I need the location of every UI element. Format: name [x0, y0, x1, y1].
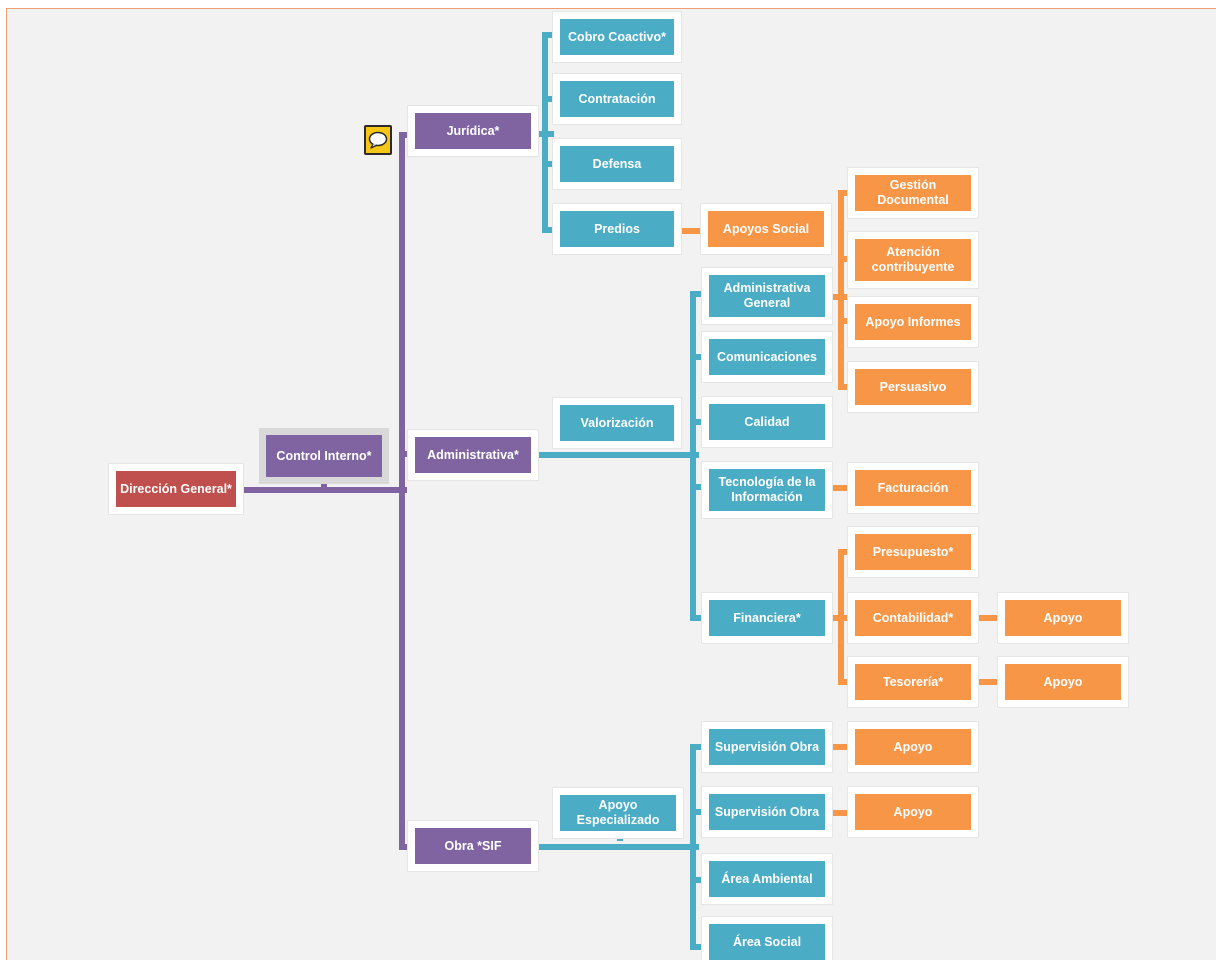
connector — [829, 810, 854, 816]
node-calidad[interactable]: Calidad — [702, 397, 832, 447]
connector — [690, 354, 708, 360]
node-comunicaciones[interactable]: Comunicaciones — [702, 332, 832, 382]
node-persuasivo[interactable]: Persuasivo — [848, 362, 978, 412]
connector — [838, 256, 854, 262]
connector — [321, 483, 327, 489]
node-contratacion[interactable]: Contratación — [553, 74, 681, 124]
node-area-social[interactable]: Área Social — [702, 917, 832, 960]
node-facturacion[interactable]: Facturación — [848, 463, 978, 513]
node-apoyos-social[interactable]: Apoyos Social — [701, 204, 831, 254]
connector — [838, 384, 854, 390]
connector — [690, 291, 696, 621]
connector — [838, 190, 844, 390]
connector — [542, 32, 548, 233]
node-control-interno[interactable]: Control Interno* — [259, 428, 389, 484]
connector — [617, 835, 623, 841]
node-area-ambiental[interactable]: Área Ambiental — [702, 854, 832, 904]
connector — [536, 844, 699, 850]
connector — [399, 132, 405, 850]
node-direccion-general[interactable]: Dirección General* — [109, 464, 243, 514]
node-supervision-obra-2[interactable]: Supervisión Obra — [702, 787, 832, 837]
node-gestion-documental[interactable]: Gestión Documental — [848, 168, 978, 218]
connector — [690, 419, 708, 425]
node-apoyo-informes[interactable]: Apoyo Informes — [848, 297, 978, 347]
connector — [690, 744, 696, 950]
node-apoyo-contabilidad[interactable]: Apoyo — [998, 593, 1128, 643]
connector — [838, 190, 854, 196]
connector — [542, 227, 562, 233]
node-predios[interactable]: Predios — [553, 204, 681, 254]
connector — [829, 744, 854, 750]
node-obra-sif[interactable]: Obra *SIF — [408, 821, 538, 871]
connector — [690, 877, 708, 883]
org-chart: Dirección General* Control Interno* Jurí… — [6, 8, 1216, 960]
connector — [536, 452, 699, 458]
node-apoyo-especializado[interactable]: Apoyo Especializado — [553, 788, 683, 838]
speech-bubble-icon[interactable] — [364, 125, 392, 155]
node-apoyo-supervision-2[interactable]: Apoyo — [848, 787, 978, 837]
connector — [829, 485, 854, 491]
connector — [690, 615, 708, 621]
node-administrativa[interactable]: Administrativa* — [408, 430, 538, 480]
connector — [690, 809, 708, 815]
node-valorizacion[interactable]: Valorización — [553, 398, 681, 448]
connector — [838, 679, 854, 685]
connector — [978, 615, 1002, 621]
connector — [690, 484, 708, 490]
connector — [542, 96, 562, 102]
connector — [542, 32, 562, 38]
connector — [682, 228, 704, 234]
node-contabilidad[interactable]: Contabilidad* — [848, 593, 978, 643]
node-defensa[interactable]: Defensa — [553, 139, 681, 189]
node-financiera[interactable]: Financiera* — [702, 593, 832, 643]
node-supervision-obra-1[interactable]: Supervisión Obra — [702, 722, 832, 772]
node-apoyo-tesoreria[interactable]: Apoyo — [998, 657, 1128, 707]
connector — [542, 161, 562, 167]
connector — [241, 487, 407, 493]
connector — [838, 318, 854, 324]
node-presupuesto[interactable]: Presupuesto* — [848, 527, 978, 577]
connector — [838, 549, 854, 555]
connector — [690, 291, 708, 297]
connector — [838, 615, 854, 621]
node-apoyo-supervision-1[interactable]: Apoyo — [848, 722, 978, 772]
speech-bubble-shape — [368, 131, 388, 149]
node-atencion-contribuyente[interactable]: Atención contribuyente — [848, 232, 978, 288]
connector — [690, 744, 708, 750]
connector — [690, 944, 708, 950]
node-juridica[interactable]: Jurídica* — [408, 106, 538, 156]
node-administrativa-general[interactable]: Administrativa General — [702, 268, 832, 324]
node-cobro-coactivo[interactable]: Cobro Coactivo* — [553, 12, 681, 62]
connector — [978, 679, 1002, 685]
node-tesoreria[interactable]: Tesorería* — [848, 657, 978, 707]
node-tecnologia-informacion[interactable]: Tecnología de la Información — [702, 462, 832, 518]
